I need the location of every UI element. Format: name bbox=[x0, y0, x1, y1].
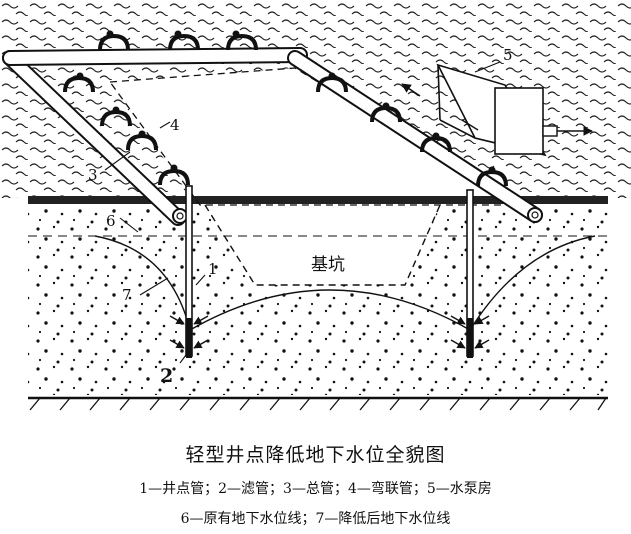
ground-surface bbox=[28, 196, 608, 204]
legend-line-1: 1—井点管；2—滤管；3—总管；4—弯联管；5—水泵房 bbox=[139, 481, 492, 497]
connector-knobs bbox=[76, 30, 496, 174]
inflow-arrows bbox=[169, 315, 490, 349]
callout-3: 3 bbox=[88, 166, 98, 184]
well-point-right bbox=[466, 189, 474, 358]
well-point-left bbox=[185, 185, 193, 358]
leader-lines bbox=[104, 61, 501, 364]
callout-5: 5 bbox=[503, 46, 513, 64]
foundation-pit bbox=[205, 205, 440, 285]
legend-line-2: 6—原有地下水位线；7—降低后地下水位线 bbox=[180, 511, 451, 527]
lowered-water-table bbox=[94, 235, 596, 332]
pit-outline bbox=[204, 204, 441, 286]
callout-6: 6 bbox=[106, 212, 116, 230]
callout-7: 7 bbox=[122, 286, 132, 304]
callout-4: 4 bbox=[170, 116, 180, 134]
pump-house bbox=[401, 63, 593, 157]
work-plane bbox=[110, 68, 520, 210]
pit-label: 基坑 bbox=[311, 255, 345, 275]
diagram-title: 轻型井点降低地下水位全貌图 bbox=[185, 444, 446, 466]
callout-1: 1 bbox=[208, 260, 218, 278]
base-hatch bbox=[29, 397, 607, 411]
callout-2: 2 bbox=[160, 365, 173, 387]
